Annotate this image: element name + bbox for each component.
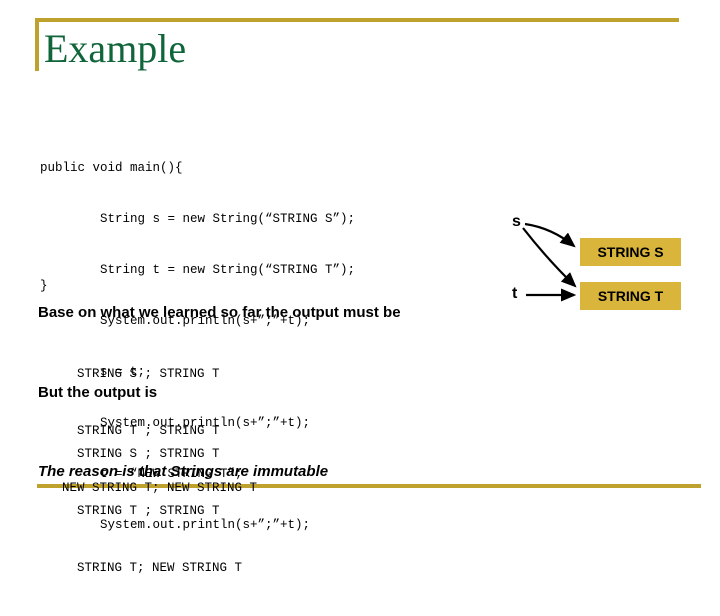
- conclusion-text: The reason is that Strings are immutable: [38, 463, 329, 480]
- code-line: s = t;: [40, 365, 146, 379]
- actual-output-block: STRING S ; STRING T STRING T ; STRING T …: [62, 407, 242, 616]
- code-line: System.out.println(s+”;”+t);: [40, 518, 311, 532]
- code-line: String t = new String(“STRING T”);: [40, 263, 356, 277]
- code-line: t = “NEW STRING T”;: [40, 467, 243, 481]
- page-title: Example: [44, 26, 187, 71]
- code-line: public void main(){: [40, 161, 183, 175]
- code-line: System.out.println(s+”;”+t);: [40, 314, 311, 328]
- output-line: STRING S ; STRING T: [62, 367, 220, 381]
- object-box-string-s: STRING S: [580, 238, 681, 266]
- expected-output-heading: Base on what we learned so far the outpu…: [38, 304, 401, 321]
- arrow-s-to-string-s: [524, 222, 576, 248]
- reference-diagram: s t STRING S STRING T: [490, 200, 720, 325]
- code-block: public void main(){ String s = new Strin…: [40, 126, 355, 568]
- output-line: NEW STRING T; NEW STRING T: [62, 481, 258, 495]
- output-line: STRING S ; STRING T: [62, 447, 220, 461]
- arrow-layer: [522, 222, 577, 302]
- variable-label-s: s: [512, 213, 521, 230]
- actual-output-heading: But the output is: [38, 384, 158, 401]
- output-line: STRING T ; STRING T: [62, 504, 220, 518]
- variable-label-t: t: [512, 285, 518, 302]
- left-accent-bar: [35, 18, 39, 71]
- output-line: STRING T ; STRING T: [62, 424, 220, 438]
- slide: Example public void main(){ String s = n…: [35, 18, 720, 575]
- bottom-accent-rule: [37, 484, 701, 488]
- code-closing-brace: }: [40, 279, 48, 293]
- expected-output-block: STRING S ; STRING T STRING T ; STRING T …: [62, 327, 257, 536]
- code-line: String s = new String(“STRING S”);: [40, 212, 356, 226]
- top-accent-rule: [35, 18, 679, 22]
- arrow-s-to-string-t: [522, 227, 577, 288]
- code-line: System.out.println(s+”;”+t);: [40, 416, 311, 430]
- output-line: STRING T; NEW STRING T: [62, 561, 243, 575]
- object-box-string-t: STRING T: [580, 282, 681, 310]
